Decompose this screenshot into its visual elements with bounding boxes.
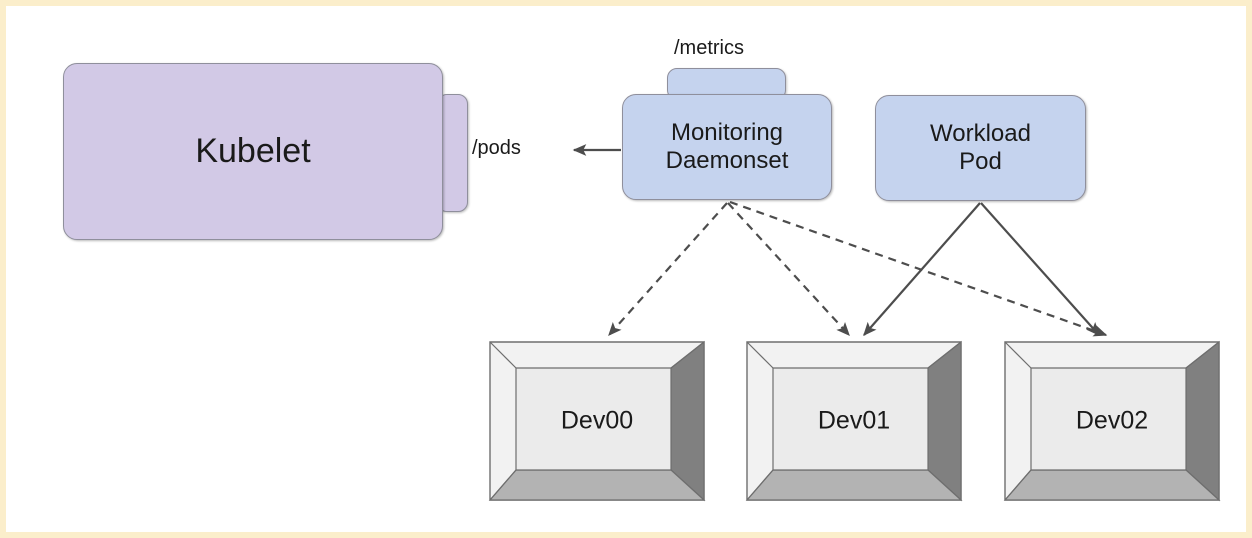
- device-dev02-shape: [1003, 340, 1221, 502]
- edge-workload-to-dev01: [863, 202, 981, 337]
- edge-monitoring-to-dev01: [727, 202, 850, 337]
- edge-monitoring-to-dev02: [729, 200, 1108, 337]
- node-kubelet-label: Kubelet: [195, 132, 311, 171]
- device-dev00[interactable]: Dev00: [488, 340, 706, 502]
- edge-layer: [572, 144, 1108, 337]
- device-dev00-shape: [488, 340, 706, 502]
- node-workload-pod[interactable]: Workload Pod: [875, 95, 1086, 201]
- node-kubelet[interactable]: Kubelet: [63, 63, 443, 240]
- edge-monitoring-to-dev00: [608, 202, 728, 337]
- diagram-canvas: Kubelet Monitoring Daemonset Workload Po…: [6, 6, 1246, 532]
- device-dev01-shape: [745, 340, 963, 502]
- node-monitoring-daemonset-label: Monitoring Daemonset: [665, 118, 789, 174]
- pods-label: /pods: [472, 137, 521, 159]
- device-dev02[interactable]: Dev02: [1003, 340, 1221, 502]
- edge-workload-to-dev02: [980, 202, 1100, 337]
- device-dev01[interactable]: Dev01: [745, 340, 963, 502]
- metrics-label: /metrics: [674, 37, 744, 59]
- node-monitoring-daemonset[interactable]: Monitoring Daemonset: [622, 94, 832, 200]
- node-workload-pod-label: Workload Pod: [930, 119, 1031, 175]
